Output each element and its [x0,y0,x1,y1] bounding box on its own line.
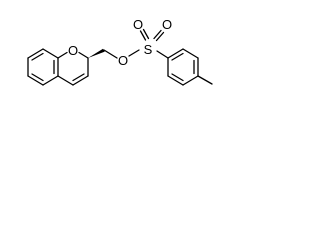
benzene-ring [27,48,59,86]
double-bond-inner [72,73,85,82]
bond [42,48,59,59]
bond [167,48,184,59]
bond [57,51,68,59]
bond [72,75,89,86]
bond [78,51,89,59]
double-bond-inner [31,52,44,61]
so-double-bond [142,28,150,40]
double-bond-inner [171,52,184,61]
bond [57,75,74,86]
so-double-bond [155,31,165,42]
wedge-bond [88,48,105,58]
bond [128,49,140,57]
ring-oxygen-label: O [68,43,78,58]
bond [167,75,184,86]
bond [182,48,199,59]
double-bond-inner [31,73,44,82]
so-double-bond [139,30,147,41]
chemical-structure-canvas: O O S O O [0,0,266,130]
bond [103,49,118,59]
methyl-bond [197,75,213,85]
bond [27,75,44,86]
sulfonyl-oxygen-left-label: O [133,17,143,32]
double-bond-inner [171,73,184,82]
chromene-methyl-tosylate-structure: O O S O O [27,17,213,86]
bond [27,48,44,59]
bond [182,75,199,86]
bond [42,75,59,86]
so-double-bond [153,29,162,40]
bond [156,50,169,59]
sulfonyl-oxygen-right-label: O [162,17,172,32]
sulfur-label: S [144,42,153,57]
ester-oxygen-label: O [118,53,128,68]
tolyl-ring [167,48,199,86]
pyran-ring [57,51,89,86]
